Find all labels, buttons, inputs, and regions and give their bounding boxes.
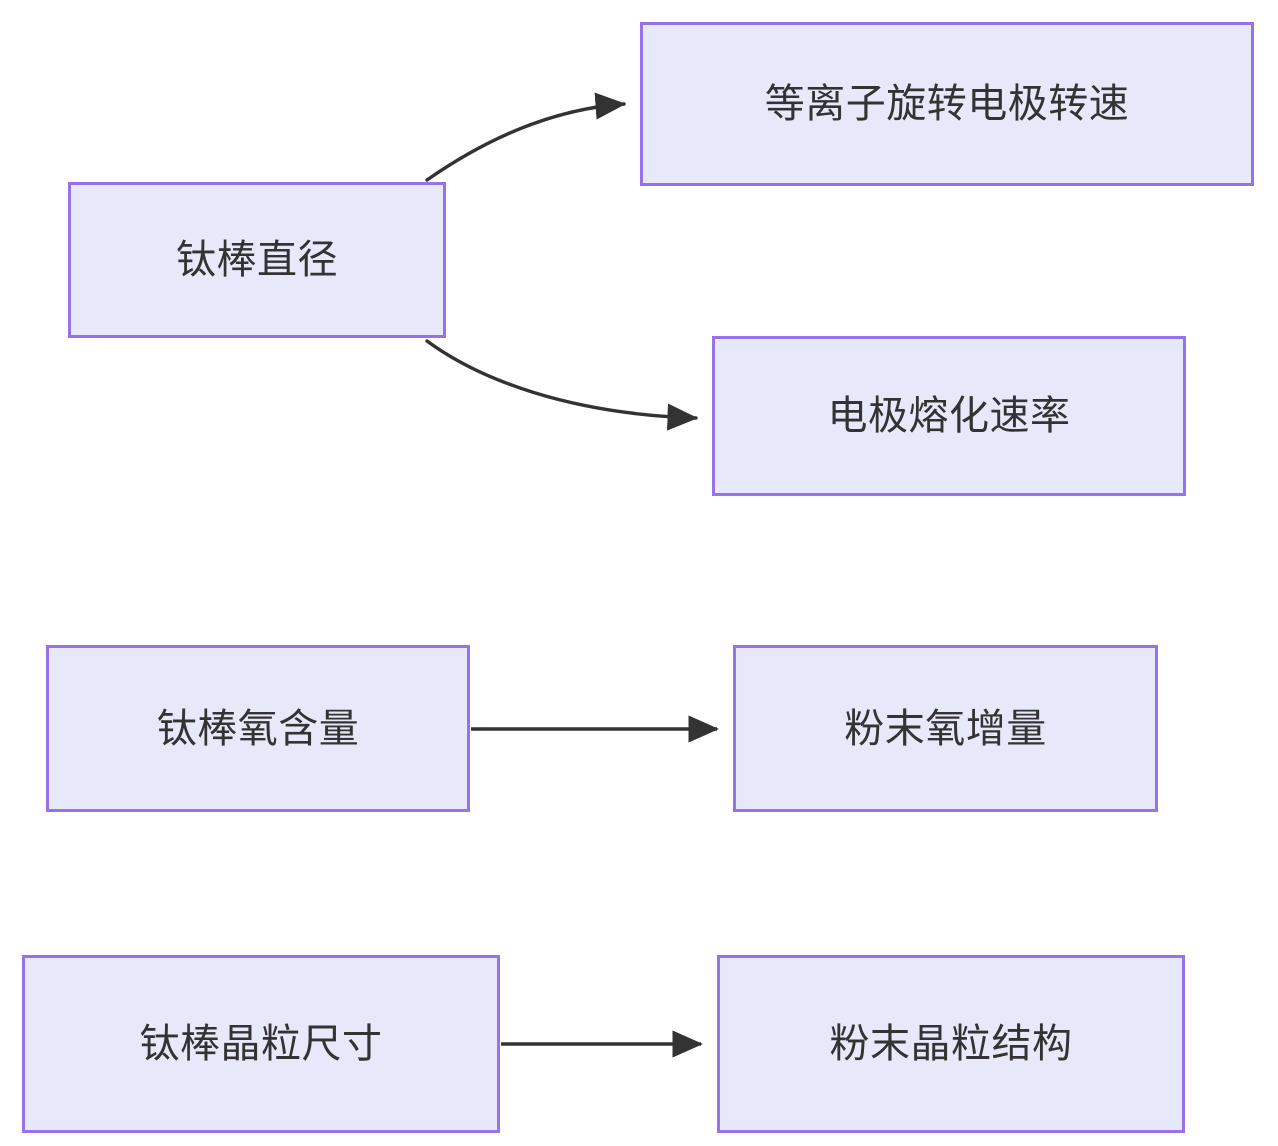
node-label: 电极熔化速率 bbox=[827, 394, 1071, 438]
node-label: 粉末氧增量 bbox=[844, 706, 1047, 751]
node-label: 钛棒直径 bbox=[176, 238, 338, 282]
node-plasma-electrode-speed[interactable]: 等离子旋转电极转速 bbox=[640, 22, 1254, 186]
node-ti-rod-grain-size[interactable]: 钛棒晶粒尺寸 bbox=[22, 955, 500, 1133]
node-label: 等离子旋转电极转速 bbox=[764, 82, 1130, 126]
node-ti-rod-oxygen-content[interactable]: 钛棒氧含量 bbox=[46, 645, 470, 812]
node-electrode-melt-rate[interactable]: 电极熔化速率 bbox=[712, 336, 1186, 496]
node-label: 粉末晶粒结构 bbox=[829, 1022, 1073, 1066]
node-label: 钛棒晶粒尺寸 bbox=[139, 1022, 383, 1066]
edge-ti-rod-diameter-to-plasma-electrode-speed bbox=[425, 92, 627, 182]
node-powder-oxygen-gain[interactable]: 粉末氧增量 bbox=[733, 645, 1158, 812]
node-label: 钛棒氧含量 bbox=[156, 706, 360, 751]
edge-ti-rod-diameter-to-electrode-melt-rate bbox=[425, 339, 699, 431]
node-powder-grain-structure[interactable]: 粉末晶粒结构 bbox=[717, 955, 1185, 1133]
node-ti-rod-diameter[interactable]: 钛棒直径 bbox=[68, 182, 446, 338]
